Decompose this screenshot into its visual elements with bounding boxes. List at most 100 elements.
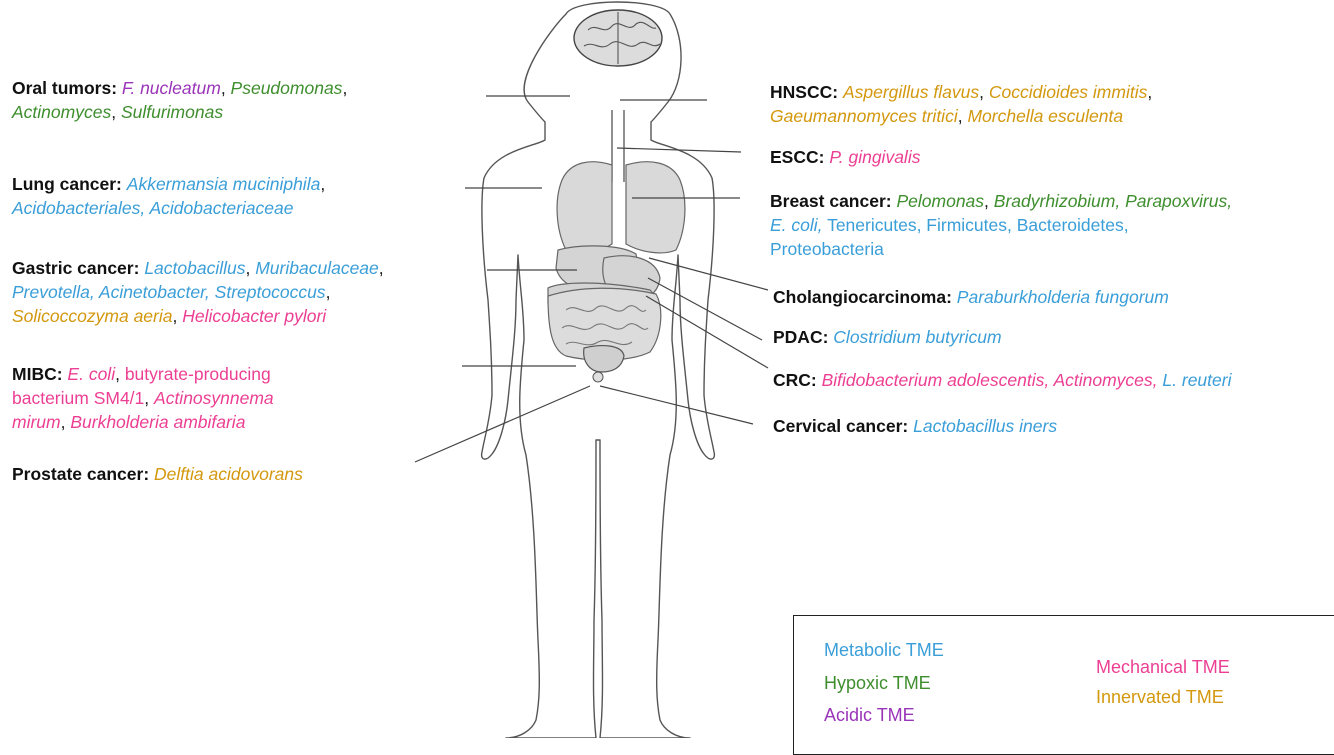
annotation-line: Solicoccozyma aeria, Helicobacter pylori xyxy=(12,304,384,328)
cancer-type-label: Lung cancer: xyxy=(12,174,122,194)
microbe-name: Burkholderia ambifaria xyxy=(70,412,245,432)
separator: , xyxy=(111,102,121,122)
annotation-line: Gastric cancer: Lactobacillus, Muribacul… xyxy=(12,256,384,280)
annotation-line: Prevotella, Acinetobacter, Streptococcus… xyxy=(12,280,384,304)
annotation-line: Cholangiocarcinoma: Paraburkholderia fun… xyxy=(773,285,1169,309)
annotation-line: mirum, Burkholderia ambifaria xyxy=(12,410,274,434)
separator: , xyxy=(379,258,384,278)
cancer-type-label: ESCC: xyxy=(770,147,824,167)
separator: , xyxy=(172,306,182,326)
microbe-name: Delftia acidovorans xyxy=(154,464,303,484)
microbe-name: bacterium SM4/1 xyxy=(12,388,144,408)
microbe-name: Actinomyces xyxy=(12,102,111,122)
microbe-name: L. reuteri xyxy=(1162,370,1231,390)
annotation-oral-tumors: Oral tumors: F. nucleatum, Pseudomonas,A… xyxy=(12,76,347,124)
separator: , xyxy=(342,78,347,98)
annotation-crc: CRC: Bifidobacterium adolescentis, Actin… xyxy=(773,368,1231,392)
leader-cholangio xyxy=(649,258,768,290)
annotation-line: Acidobacteriales, Acidobacteriaceae xyxy=(12,196,325,220)
annotation-pdac: PDAC: Clostridium butyricum xyxy=(773,325,1002,349)
separator: , xyxy=(1147,82,1152,102)
cancer-type-label: Prostate cancer: xyxy=(12,464,149,484)
annotation-line: ESCC: P. gingivalis xyxy=(770,145,920,169)
cancer-type-label: PDAC: xyxy=(773,327,828,347)
cancer-type-label: MIBC: xyxy=(12,364,63,384)
legend-item-acidic: Acidic TME xyxy=(824,704,915,726)
leader-prostate xyxy=(415,386,590,462)
annotation-cholangiocarcinoma: Cholangiocarcinoma: Paraburkholderia fun… xyxy=(773,285,1169,309)
separator: , xyxy=(984,191,994,211)
microbe-name: Morchella esculenta xyxy=(967,106,1123,126)
brain xyxy=(574,10,662,66)
annotation-line: MIBC: E. coli, butyrate-producing xyxy=(12,362,274,386)
annotation-line: CRC: Bifidobacterium adolescentis, Actin… xyxy=(773,368,1231,392)
annotation-line: PDAC: Clostridium butyricum xyxy=(773,325,1002,349)
microbe-name: Proteobacteria xyxy=(770,239,884,259)
legend-box: Metabolic TME Hypoxic TME Acidic TME Mec… xyxy=(793,615,1334,755)
annotation-hnscc: HNSCC: Aspergillus flavus, Coccidioides … xyxy=(770,80,1152,128)
microbe-name: Pseudomonas xyxy=(231,78,343,98)
annotation-line: Gaeumannomyces tritici, Morchella escule… xyxy=(770,104,1152,128)
cancer-type-label: Cervical cancer: xyxy=(773,416,908,436)
cancer-type-label: CRC: xyxy=(773,370,817,390)
annotation-line: Breast cancer: Pelomonas, Bradyrhizobium… xyxy=(770,189,1232,213)
microbe-name: butyrate-producing xyxy=(125,364,271,384)
microbe-name: Helicobacter pylori xyxy=(182,306,326,326)
annotation-line: Proteobacteria xyxy=(770,237,1232,261)
annotation-prostate-cancer: Prostate cancer: Delftia acidovorans xyxy=(12,462,303,486)
bladder xyxy=(584,346,624,382)
esophagus xyxy=(612,110,624,182)
legend-item-innervated: Innervated TME xyxy=(1096,686,1224,708)
microbe-name: E. coli, xyxy=(770,215,823,235)
microbe-name: Actinosynnema xyxy=(154,388,274,408)
separator: , xyxy=(245,258,255,278)
microbe-name: Solicoccozyma aeria xyxy=(12,306,172,326)
annotation-cervical-cancer: Cervical cancer: Lactobacillus iners xyxy=(773,414,1057,438)
annotation-escc: ESCC: P. gingivalis xyxy=(770,145,920,169)
microbe-name: Pelomonas xyxy=(896,191,984,211)
separator: , xyxy=(221,78,231,98)
cancer-type-label: Cholangiocarcinoma: xyxy=(773,287,952,307)
microbe-name: Aspergillus flavus xyxy=(843,82,979,102)
annotation-line: Prostate cancer: Delftia acidovorans xyxy=(12,462,303,486)
annotation-breast-cancer: Breast cancer: Pelomonas, Bradyrhizobium… xyxy=(770,189,1232,261)
lungs xyxy=(557,162,685,253)
annotation-line: Oral tumors: F. nucleatum, Pseudomonas, xyxy=(12,76,347,100)
annotation-line: Lung cancer: Akkermansia muciniphila, xyxy=(12,172,325,196)
microbe-name: Bifidobacterium adolescentis, Actinomyce… xyxy=(822,370,1158,390)
microbe-name: mirum xyxy=(12,412,61,432)
microbe-name: Bradyrhizobium, Parapoxvirus, xyxy=(994,191,1232,211)
microbe-name: Akkermansia muciniphila xyxy=(127,174,321,194)
microbe-name: Clostridium butyricum xyxy=(833,327,1001,347)
separator: , xyxy=(115,364,125,384)
microbe-name: Muribaculaceae xyxy=(255,258,379,278)
annotation-gastric-cancer: Gastric cancer: Lactobacillus, Muribacul… xyxy=(12,256,384,328)
microbe-name: P. gingivalis xyxy=(829,147,920,167)
microbe-name: Lactobacillus iners xyxy=(913,416,1057,436)
microbe-name: Prevotella, Acinetobacter, Streptococcus xyxy=(12,282,326,302)
legend-item-hypoxic: Hypoxic TME xyxy=(824,672,931,694)
microbe-name: F. nucleatum xyxy=(122,78,221,98)
microbe-name: Tenericutes, Firmicutes, Bacteroidetes, xyxy=(823,215,1129,235)
microbe-name: Lactobacillus xyxy=(144,258,245,278)
separator: , xyxy=(61,412,71,432)
cancer-type-label: Gastric cancer: xyxy=(12,258,139,278)
separator: , xyxy=(958,106,968,126)
microbe-name: E. coli xyxy=(67,364,115,384)
cancer-type-label: Oral tumors: xyxy=(12,78,117,98)
microbe-name: Acidobacteriales, Acidobacteriaceae xyxy=(12,198,293,218)
annotation-lung-cancer: Lung cancer: Akkermansia muciniphila,Aci… xyxy=(12,172,325,220)
annotation-line: Actinomyces, Sulfurimonas xyxy=(12,100,347,124)
microbe-name: Gaeumannomyces tritici xyxy=(770,106,958,126)
legend-item-metabolic: Metabolic TME xyxy=(824,639,944,661)
annotation-line: E. coli, Tenericutes, Firmicutes, Bacter… xyxy=(770,213,1232,237)
annotation-line: bacterium SM4/1, Actinosynnema xyxy=(12,386,274,410)
separator: , xyxy=(979,82,989,102)
legend-item-mechanical: Mechanical TME xyxy=(1096,656,1230,678)
cancer-type-label: Breast cancer: xyxy=(770,191,892,211)
separator: , xyxy=(144,388,154,408)
cancer-type-label: HNSCC: xyxy=(770,82,838,102)
leader-escc xyxy=(617,148,741,152)
separator: , xyxy=(320,174,325,194)
